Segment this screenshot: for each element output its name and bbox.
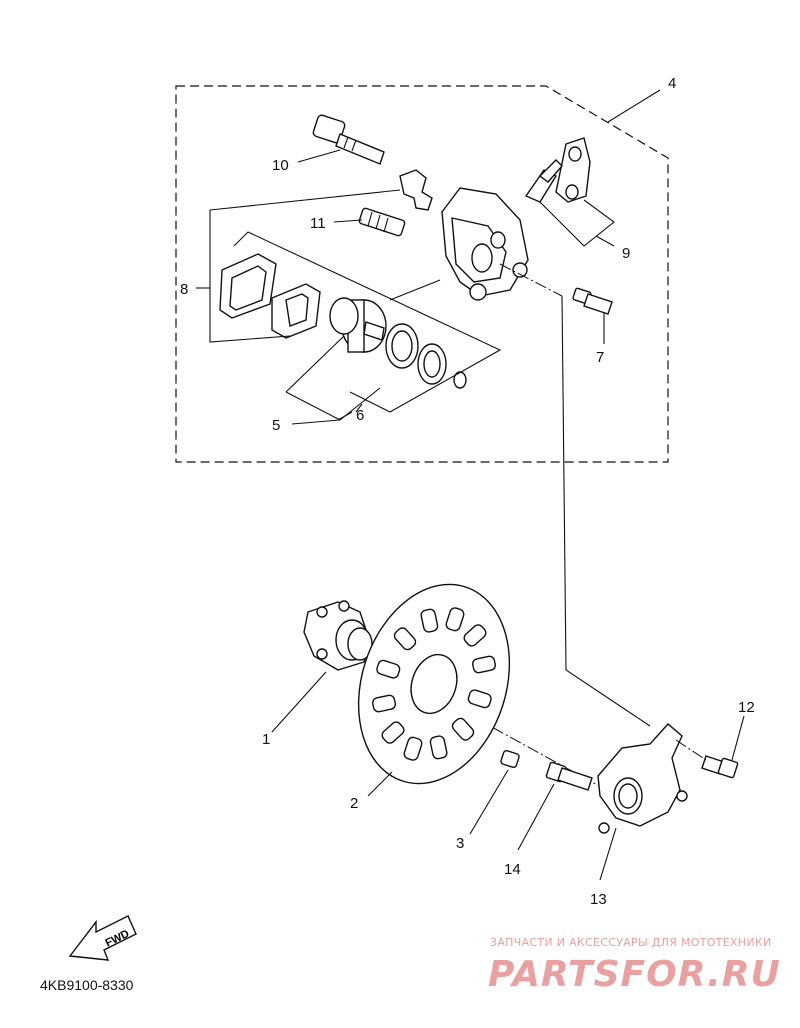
disc-hole (429, 735, 448, 760)
callout-11: 11 (310, 215, 326, 232)
brake-pad-outer (219, 253, 277, 319)
brake-disc (357, 583, 511, 785)
watermark-tagline: ЗАПЧАСТИ И АКСЕССУАРЫ ДЛЯ МОТОТЕХНИКИ (490, 936, 772, 949)
caliper-pin-bolt (312, 114, 385, 165)
bracket-bolt (545, 761, 593, 791)
disc-hole (463, 624, 487, 647)
disc-hole (472, 655, 496, 674)
callout-5: 5 (272, 417, 280, 434)
caliper-bracket (555, 137, 591, 203)
caliper-piston (329, 297, 387, 353)
disc-hole (381, 721, 405, 744)
disc-hole (467, 689, 492, 709)
disc-hole (451, 717, 475, 741)
rear-hub (303, 600, 373, 671)
disc-hole (445, 607, 465, 632)
watermark-brand: PARTSFOR.RU (488, 954, 781, 995)
callout-14: 14 (504, 861, 521, 878)
piston-seal (385, 323, 419, 369)
callout-9: 9 (622, 245, 630, 262)
callout-1: 1 (262, 731, 270, 748)
callout-7: 7 (596, 349, 604, 366)
brake-pad-inner (271, 283, 321, 339)
callout-2: 2 (350, 795, 358, 812)
disc-bolt (500, 749, 520, 769)
callout-8: 8 (180, 281, 188, 298)
disc-hole (376, 659, 401, 679)
retaining-clip (399, 169, 433, 211)
disc-hole (403, 736, 423, 761)
disc-hole (420, 608, 439, 633)
disc-hole (372, 694, 396, 713)
callout-10: 10 (272, 157, 289, 174)
callout-4: 4 (668, 75, 676, 92)
bleed-screw (358, 207, 406, 237)
drawing-code: 4KB9100-8330 (40, 977, 134, 993)
callout-3: 3 (456, 835, 464, 852)
caliper-body (441, 187, 529, 301)
brake-hose-nipple (524, 159, 563, 203)
callout-12: 12 (738, 699, 755, 716)
bracket-mount-bolt (701, 755, 739, 779)
callout-13: 13 (590, 891, 607, 908)
dust-seal (417, 343, 447, 385)
caliper-assembly-boundary (175, 85, 669, 463)
callout-6: 6 (356, 407, 364, 424)
caliper-mount-bolt (572, 287, 613, 315)
fwd-arrow-icon (68, 915, 137, 961)
caliper-mounting-bracket (597, 723, 688, 834)
disc-hole (393, 627, 417, 651)
